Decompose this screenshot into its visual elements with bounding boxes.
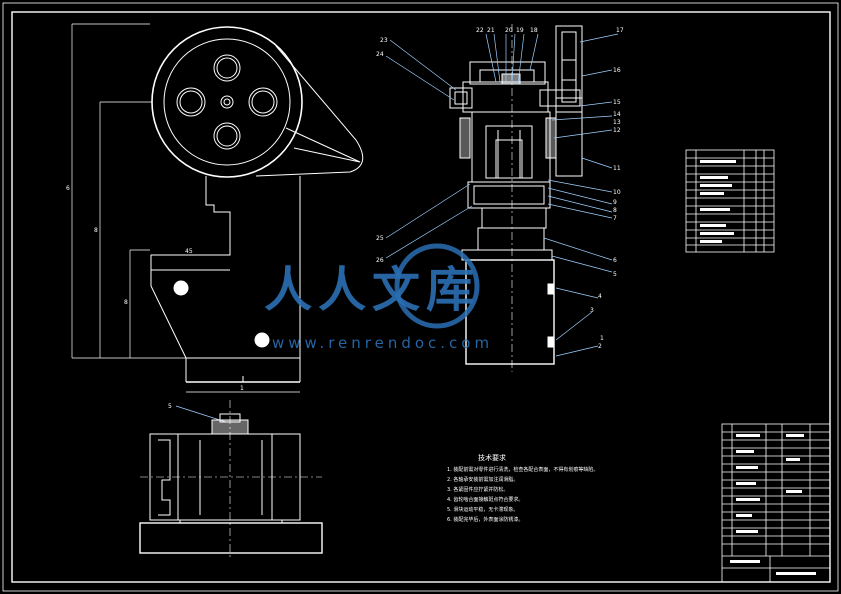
notes-title: 技术要求 [478,453,506,462]
frame-bolt-2 [254,332,270,348]
balloon-4: 4 [598,293,602,300]
lower-guide [473,185,545,205]
balloon-14: 14 [613,111,621,118]
note-6: 6. 装配完毕后，外表面涂防锈漆。 [447,516,523,523]
bolster [461,249,553,261]
balloon-22: 22 [476,27,484,34]
parts-list [685,149,775,253]
flywheel-hub [220,95,234,109]
watermark-url: www.renrendoc.com [272,334,493,352]
flywheel-hole-left [176,87,206,117]
balloon-12: 12 [613,127,621,134]
section-view [449,24,583,372]
balloon-7: 7 [613,215,617,222]
note-2: 2. 各轴承安装前需加注润滑脂。 [447,476,518,483]
dim-mid-height: 8 [94,227,98,234]
note-5: 5. 滑块运动平稳，无卡滞现象。 [447,506,518,513]
balloon-13: 13 [613,119,621,126]
balloon-2: 2 [598,343,602,350]
flywheel-hole-bottom [213,122,241,150]
gear-box [462,81,549,113]
frame-outline [150,176,301,359]
balloon-18: 18 [530,27,538,34]
watermark-brand: 人人文库 [264,262,480,318]
balloon-26: 26 [376,257,384,264]
technical-notes: 技术要求 1. 装配前需对零件进行清洗，检查各配合表面，不得有划痕等缺陷。 2.… [447,453,598,523]
balloon-8: 8 [613,207,617,214]
leader-lines [175,33,619,423]
bottom-view [139,400,323,560]
note-3: 3. 各紧固件应拧紧并防松。 [447,486,508,493]
balloon-20: 20 [505,27,513,34]
dim-lower-height: 8 [124,299,128,306]
note-4: 4. 齿轮啮合面接触斑点符合要求。 [447,496,523,503]
motor [555,25,583,177]
watermark-ring [394,243,480,329]
balloon-labels: 22 21 20 19 18 17 16 15 14 13 12 11 10 9… [168,27,624,410]
bottom-base [139,522,323,554]
balloon-17: 17 [616,27,624,34]
balloon-10: 10 [613,189,621,196]
inner-frame [11,11,831,583]
dim-base-width: 1 [240,385,244,392]
balloon-6: 6 [613,257,617,264]
balloon-bottom-5: 5 [168,403,172,410]
dimension-texts: 6 8 8 45 1 [66,185,244,392]
dim-overall-height: 6 [66,185,70,192]
frame-bolt-1 [173,280,189,296]
flywheel-inner [163,38,291,166]
front-view [71,23,364,393]
balloon-24: 24 [376,51,384,58]
balloon-5: 5 [613,271,617,278]
balloon-9: 9 [613,199,617,206]
balloon-11: 11 [613,165,621,172]
note-1: 1. 装配前需对零件进行清洗，检查各配合表面，不得有划痕等缺陷。 [447,466,598,473]
arm-outline [255,45,364,177]
column [477,227,545,251]
balloon-25: 25 [376,235,384,242]
title-block [721,423,831,583]
balloon-19: 19 [516,27,524,34]
flywheel-hole-right [248,87,278,117]
balloon-16: 16 [613,67,621,74]
balloon-23: 23 [380,37,388,44]
balloon-1: 1 [600,335,604,342]
watermark: 人人文库 www.renrendoc.com [264,243,493,352]
flywheel-hole-top [213,54,241,82]
balloon-15: 15 [613,99,621,106]
balloon-3: 3 [590,307,594,314]
dim-neck-width: 45 [185,248,193,255]
slide-body [471,111,551,183]
balloon-21: 21 [487,27,495,34]
